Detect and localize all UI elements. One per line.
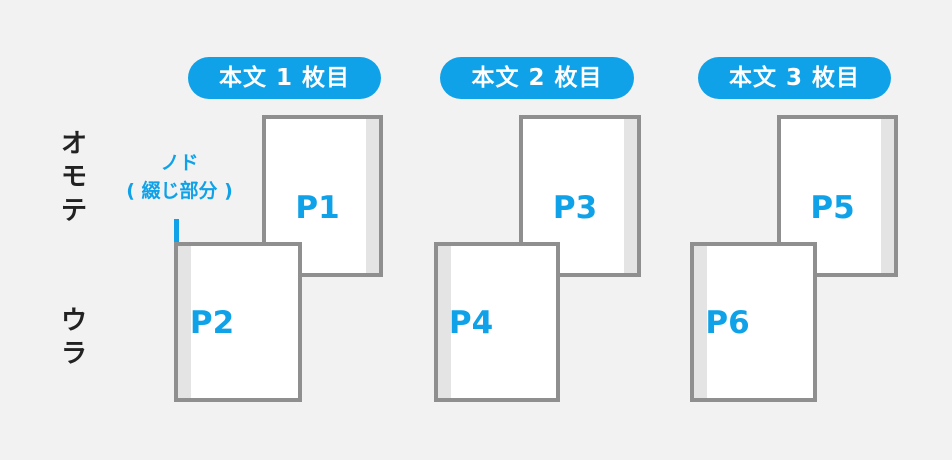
sheet-pill-3-label: 本文 3 枚目	[728, 64, 861, 91]
nod-annotation-line-2: ( 綴じ部分 )	[126, 179, 233, 202]
gutter-shade-p2	[178, 246, 191, 398]
page-p4: P4	[434, 242, 560, 402]
page-p6: P6	[690, 242, 817, 402]
page-label-p2: P2	[189, 305, 235, 341]
sheet-pill-3: 本文 3 枚目	[698, 57, 891, 99]
side-label-omote: オ モ テ	[55, 128, 95, 228]
gutter-shade-p3	[624, 119, 637, 273]
nod-pointer-tick	[174, 219, 179, 242]
sheet-pill-2: 本文 2 枚目	[440, 57, 634, 99]
side-label-ura-char-2: ラ	[60, 339, 89, 370]
sheet-pill-2-label: 本文 2 枚目	[471, 64, 603, 91]
gutter-shade-p6	[694, 246, 707, 398]
page-p3: P3	[519, 115, 641, 277]
page-label-p4: P4	[448, 305, 494, 341]
side-label-omote-char-3: テ	[60, 195, 89, 226]
side-label-omote-char-2: モ	[60, 162, 89, 193]
gutter-shade-p5	[881, 119, 894, 273]
page-label-p5: P5	[810, 190, 855, 226]
nod-annotation: ノド ( 綴じ部分 )	[113, 150, 246, 205]
page-p5: P5	[777, 115, 898, 277]
side-label-ura: ウ ラ	[55, 305, 95, 372]
page-label-p1: P1	[295, 190, 340, 226]
side-label-ura-char-1: ウ	[60, 306, 89, 336]
gutter-shade-p4	[438, 246, 451, 398]
sheet-pill-1-label: 本文 1 枚目	[218, 64, 351, 91]
nod-annotation-line-1: ノド	[160, 152, 199, 174]
sheet-pill-1: 本文 1 枚目	[188, 57, 381, 99]
gutter-shade-p1	[366, 119, 379, 273]
page-p2: P2	[174, 242, 302, 402]
page-label-p6: P6	[705, 305, 750, 341]
side-label-omote-char-1: オ	[60, 129, 89, 159]
page-label-p3: P3	[552, 190, 598, 226]
